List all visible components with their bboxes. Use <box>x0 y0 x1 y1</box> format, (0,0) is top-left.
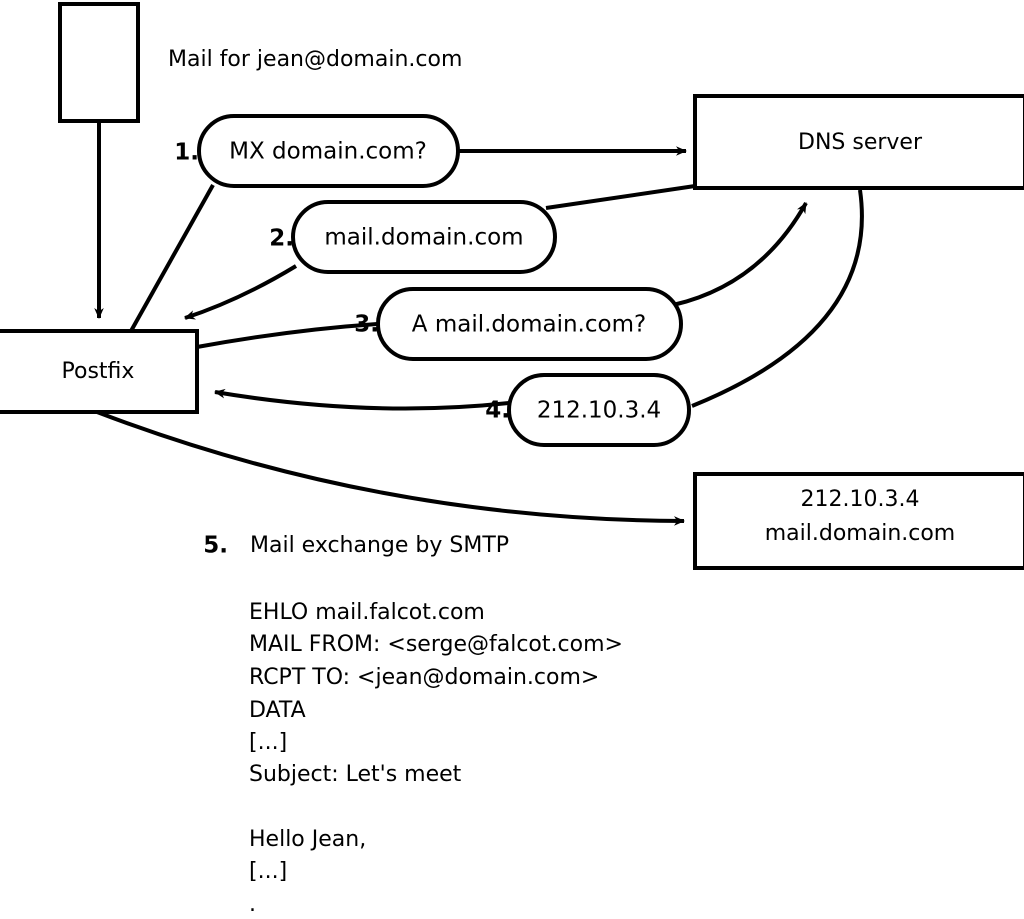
transcript-line: Subject: Let's meet <box>249 762 462 787</box>
step-2-number: 2. <box>269 226 294 252</box>
transcript-line: MAIL FROM: <serge@falcot.com> <box>249 632 623 657</box>
step-3-bubble <box>376 287 683 361</box>
postfix-box-label: Postfix <box>62 359 135 384</box>
edge-step4-bubble-to-postfix <box>214 388 510 411</box>
dns-server-box-label: DNS server <box>798 130 923 155</box>
step-1-bubble <box>197 114 460 188</box>
transcript-line: [...] <box>249 730 287 755</box>
transcript-line: RCPT TO: <jean@domain.com> <box>249 665 599 690</box>
step-2-bubble-label: mail.domain.com <box>324 225 523 251</box>
transcript-line: DATA <box>249 698 306 723</box>
edge-step2-bubble-to-postfix <box>184 264 298 320</box>
mail-for-caption: Mail for jean@domain.com <box>168 47 462 72</box>
dns-server-box <box>693 94 1024 190</box>
edge-postfix-to-step3-bubble <box>196 322 378 349</box>
edge-postfix-to-target-smtp <box>96 410 685 526</box>
target-mail-server-box <box>693 472 1024 570</box>
edge-step3-bubble-to-dns <box>672 202 808 307</box>
transcript-line: EHLO mail.falcot.com <box>249 600 485 625</box>
postfix-box <box>0 329 199 414</box>
step-1-bubble-label: MX domain.com? <box>229 139 427 165</box>
transcript-line: [...] <box>249 859 287 884</box>
step-2-bubble <box>291 200 557 274</box>
step-4-number: 4. <box>485 398 510 424</box>
step-3-bubble-label: A mail.domain.com? <box>412 312 646 338</box>
sender-box <box>58 2 140 123</box>
edge-dns-to-step2-bubble <box>545 184 696 210</box>
step-5-number: 5. <box>203 533 228 559</box>
transcript-line: Hello Jean, <box>249 827 366 852</box>
step-1-number: 1. <box>174 140 199 166</box>
transcript-line: . <box>249 892 256 917</box>
step-4-bubble-label: 212.10.3.4 <box>537 398 661 424</box>
target-mail-server-ip: 212.10.3.4 <box>801 487 920 512</box>
step-4-bubble <box>507 373 691 447</box>
target-mail-server-hostname: mail.domain.com <box>765 521 956 546</box>
step-5-label: Mail exchange by SMTP <box>250 533 509 558</box>
step-3-number: 3. <box>354 312 379 338</box>
edge-postfix-to-step1-bubble <box>129 184 215 332</box>
edge-dns-to-step4-bubble <box>691 189 864 408</box>
